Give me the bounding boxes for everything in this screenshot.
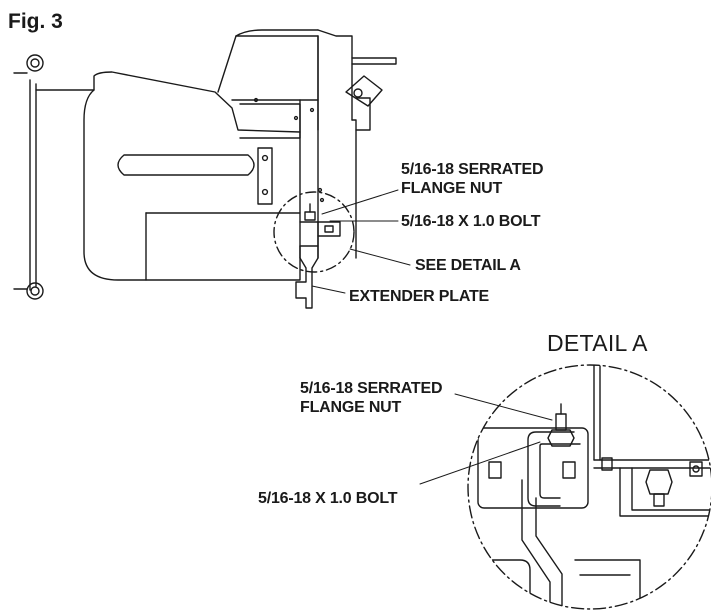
see-detail-callout: SEE DETAIL A	[415, 257, 521, 274]
detail-leader-lines	[419, 393, 553, 485]
main-leader-lines	[311, 189, 411, 294]
flange-nut-callout-line-2: FLANGE NUT	[401, 180, 503, 197]
flange-nut-callout: 5/16-18 SERRATED FLANGE NUT	[401, 160, 544, 198]
detail-a-drawing	[467, 364, 711, 610]
figure-title: Fig. 3	[8, 10, 63, 33]
detail-flange-nut-callout: 5/16-18 SERRATED FLANGE NUT	[300, 379, 443, 417]
detail-flange-nut-line-1: 5/16-18 SERRATED	[300, 380, 443, 397]
detail-title: DETAIL A	[547, 330, 648, 356]
detail-bolt-callout: 5/16-18 X 1.0 BOLT	[258, 490, 398, 507]
extender-plate-callout: EXTENDER PLATE	[349, 288, 490, 305]
detail-a-marker-circle	[273, 191, 355, 273]
bolt-callout: 5/16-18 X 1.0 BOLT	[401, 213, 541, 230]
detail-flange-nut-line-2: FLANGE NUT	[300, 399, 402, 416]
machine-body-outline	[13, 29, 397, 309]
flange-nut-callout-line-1: 5/16-18 SERRATED	[401, 161, 544, 178]
